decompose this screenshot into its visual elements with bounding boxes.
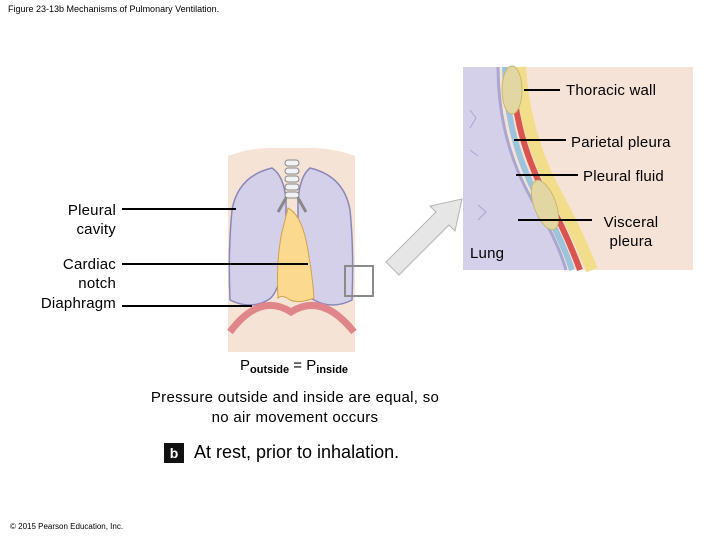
label-thoracic-wall: Thoracic wall bbox=[566, 82, 657, 99]
label-parietal-pleura: Parietal pleura bbox=[571, 134, 671, 151]
inside-subscript: inside bbox=[316, 364, 349, 376]
inset-detail bbox=[463, 65, 693, 273]
label-cardiac-notch: Cardiac notch bbox=[62, 256, 116, 292]
label-pleural-cavity: Pleural cavity bbox=[67, 202, 116, 238]
label-lung: Lung bbox=[470, 245, 505, 262]
p-outside: P bbox=[240, 357, 251, 374]
pressure-equation: Poutside = Pinside bbox=[240, 357, 348, 376]
zoom-arrow bbox=[385, 198, 463, 276]
outside-subscript: outside bbox=[250, 364, 290, 376]
panel-caption: b At rest, prior to inhalation. bbox=[164, 442, 399, 463]
label-diaphragm: Diaphragm bbox=[40, 295, 116, 312]
figure-title: Figure 23-13b Mechanisms of Pulmonary Ve… bbox=[8, 4, 220, 14]
p-inside: P bbox=[306, 357, 317, 374]
equals-sign: = bbox=[289, 357, 307, 374]
mediastinum bbox=[277, 207, 315, 303]
copyright-notice: © 2015 Pearson Education, Inc. bbox=[10, 522, 124, 531]
panel-caption-text: At rest, prior to inhalation. bbox=[194, 442, 400, 462]
caption-description: Pressure outside and inside are equal, s… bbox=[150, 389, 440, 426]
trachea bbox=[276, 159, 308, 213]
zoom-box bbox=[344, 265, 374, 297]
diaphragm bbox=[227, 301, 357, 335]
panel-letter-badge: b bbox=[164, 442, 184, 463]
label-visceral-pleura: Visceral pleura bbox=[603, 214, 659, 250]
label-pleural-fluid: Pleural fluid bbox=[583, 168, 664, 185]
